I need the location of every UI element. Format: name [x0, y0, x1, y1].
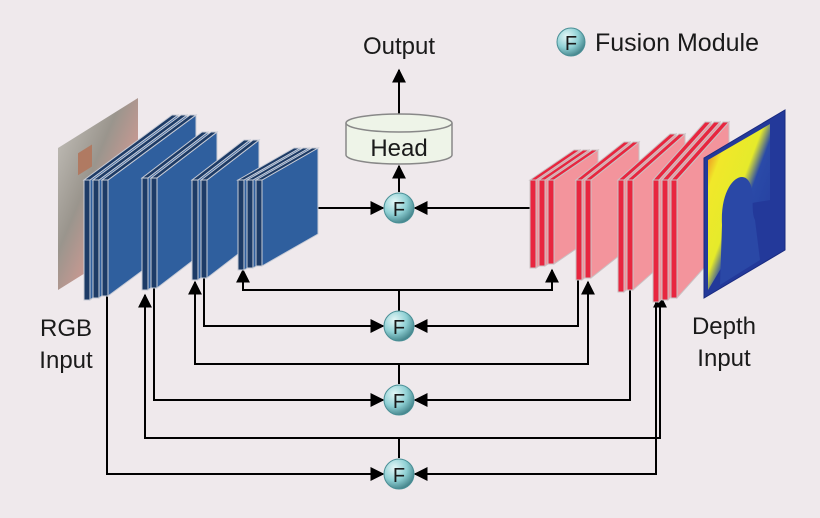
connections	[106, 68, 667, 481]
fusion-legend-symbol: F	[565, 33, 577, 55]
fusion2-skip-rgb	[188, 280, 399, 365]
legend: F Fusion Module	[556, 27, 759, 57]
fusion2-skip-depth	[399, 280, 595, 365]
fusion-module-4: F	[383, 458, 415, 490]
rgb-stage-4-layer	[254, 147, 320, 267]
rgb-stage1-to-fusion4	[106, 296, 385, 481]
fusion1-skip-rgb	[236, 268, 399, 291]
fusion-module-1: F	[383, 192, 415, 224]
depth-input-label-line1: Depth	[692, 313, 756, 340]
rgb-stage2-to-fusion3	[153, 282, 385, 407]
legend-label: Fusion Module	[595, 29, 759, 57]
fusion-module-2: F	[383, 310, 415, 342]
fusion-symbol: F	[393, 465, 405, 487]
output-label: Output	[363, 33, 435, 60]
head-block: Head	[345, 113, 453, 165]
rgb-encoder	[82, 114, 320, 301]
depth-input-label-line2: Input	[697, 345, 751, 372]
fusion1-skip-depth	[399, 268, 559, 291]
depth-stage3-to-fusion2	[413, 270, 579, 333]
fusion-symbol: F	[393, 317, 405, 339]
rgb-input-label-line2: Input	[39, 347, 93, 374]
depth-stage1-to-fusion4	[413, 296, 657, 481]
depth-encoder	[528, 120, 731, 304]
rgb-input-label-line1: RGB	[40, 315, 92, 342]
fusion3-skip-depth	[399, 293, 667, 439]
head-label: Head	[370, 135, 427, 162]
depth-input-image	[703, 109, 786, 299]
fusion-symbol: F	[393, 199, 405, 221]
fusion-legend-icon	[556, 27, 586, 57]
fusion-module-3: F	[383, 384, 415, 416]
depth-stage2-to-fusion3	[413, 282, 631, 407]
rgb-stage3-to-fusion2	[203, 270, 385, 333]
fusion3-skip-rgb	[138, 293, 399, 439]
fusion-symbol: F	[393, 391, 405, 413]
